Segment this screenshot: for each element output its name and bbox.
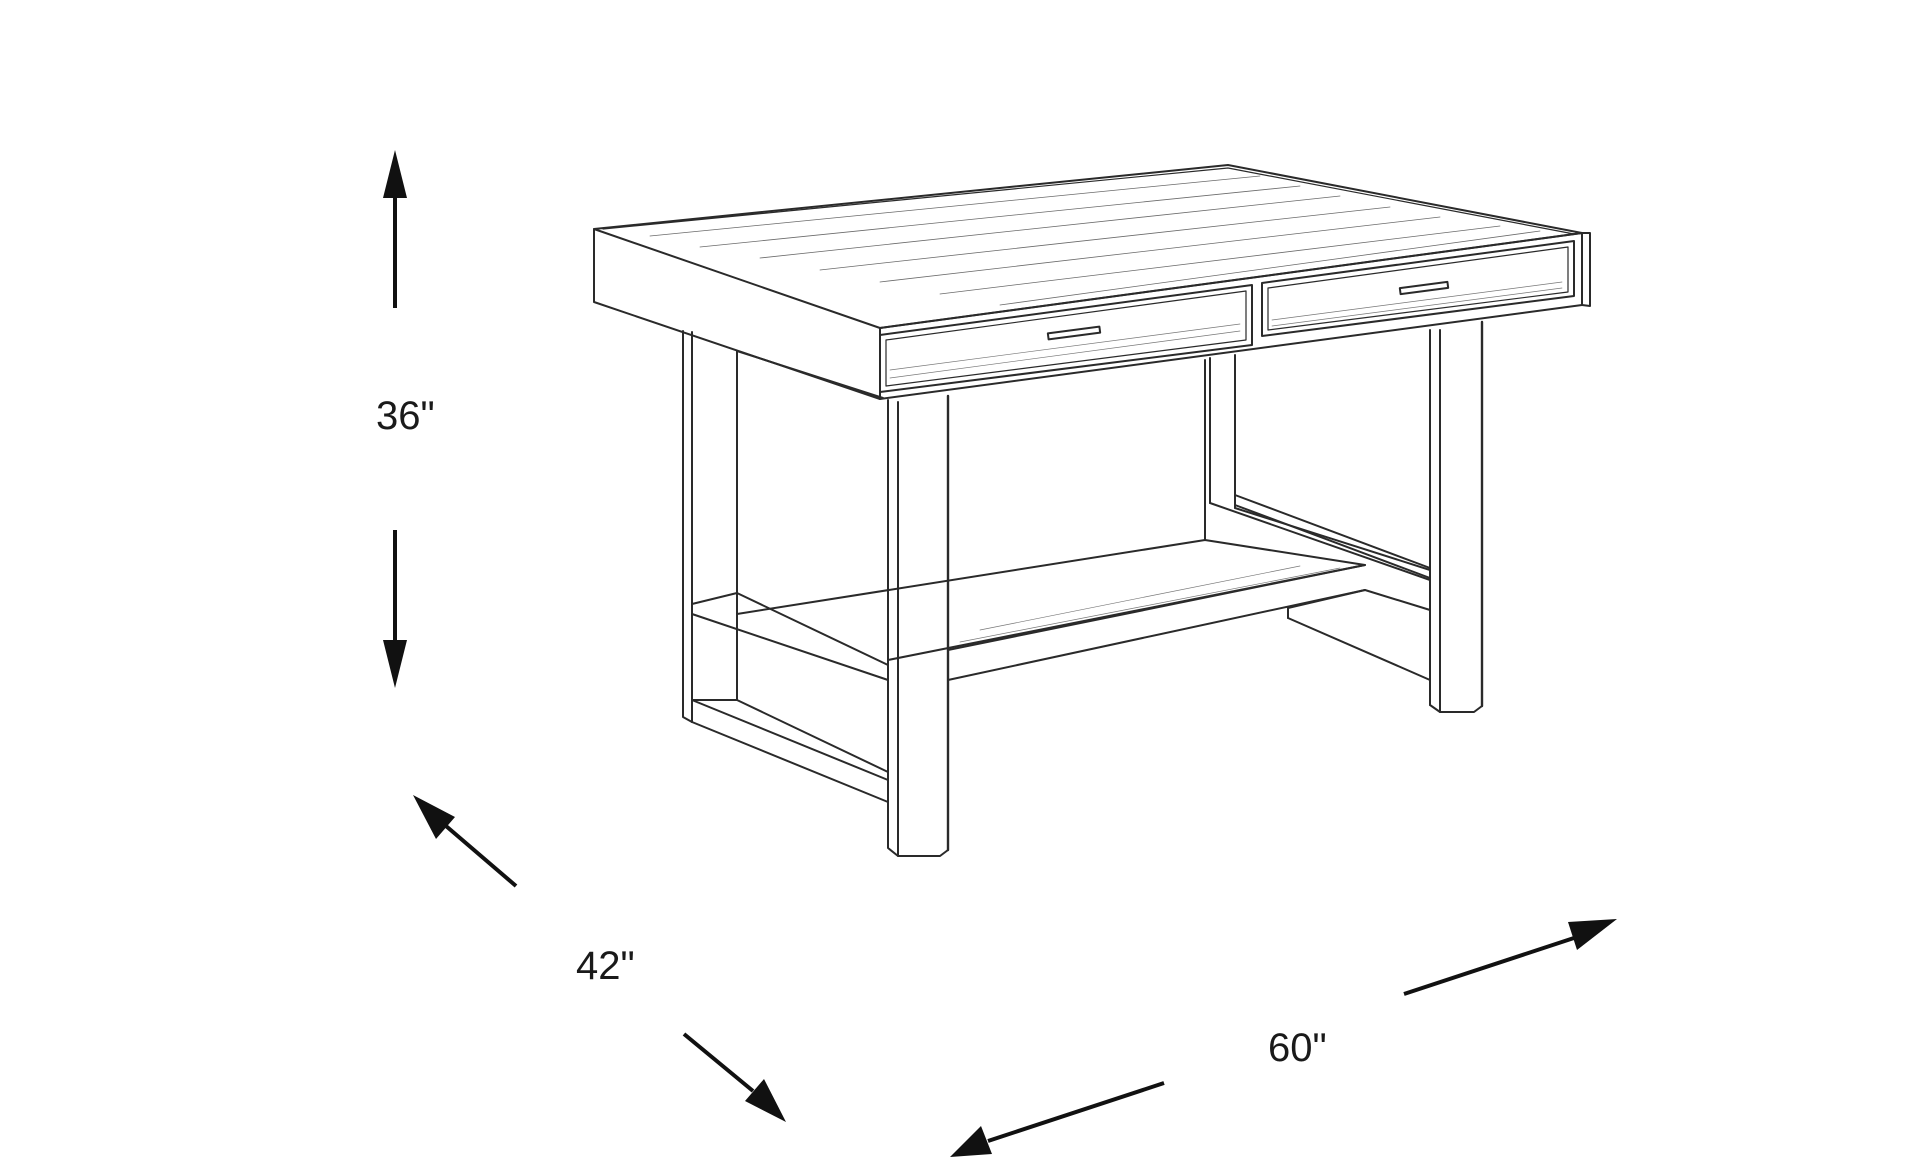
drawer-right <box>1261 240 1575 337</box>
desk-illustration <box>593 164 1591 857</box>
drawer-left <box>879 284 1253 393</box>
left-end-frame <box>691 592 889 803</box>
leg-back-center <box>1204 354 1236 509</box>
width-arrow-left-icon <box>950 1081 1165 1157</box>
height-arrow-down-icon <box>383 530 407 688</box>
leg-front-right <box>1429 320 1484 713</box>
depth-dimension-label: 42" <box>576 944 635 988</box>
depth-arrow-front-icon <box>682 1032 786 1122</box>
leg-front-left <box>887 394 950 857</box>
height-dimension-label: 36" <box>376 394 435 438</box>
depth-arrow-back-icon <box>413 795 518 888</box>
dimension-arrows <box>383 150 1617 1157</box>
width-dimension-label: 60" <box>1268 1026 1327 1070</box>
width-arrow-right-icon <box>1403 919 1617 996</box>
height-arrow-up-icon <box>383 150 407 308</box>
right-end-frame <box>1234 494 1431 706</box>
lower-shelf <box>736 502 1431 681</box>
leg-back-left <box>682 330 884 723</box>
